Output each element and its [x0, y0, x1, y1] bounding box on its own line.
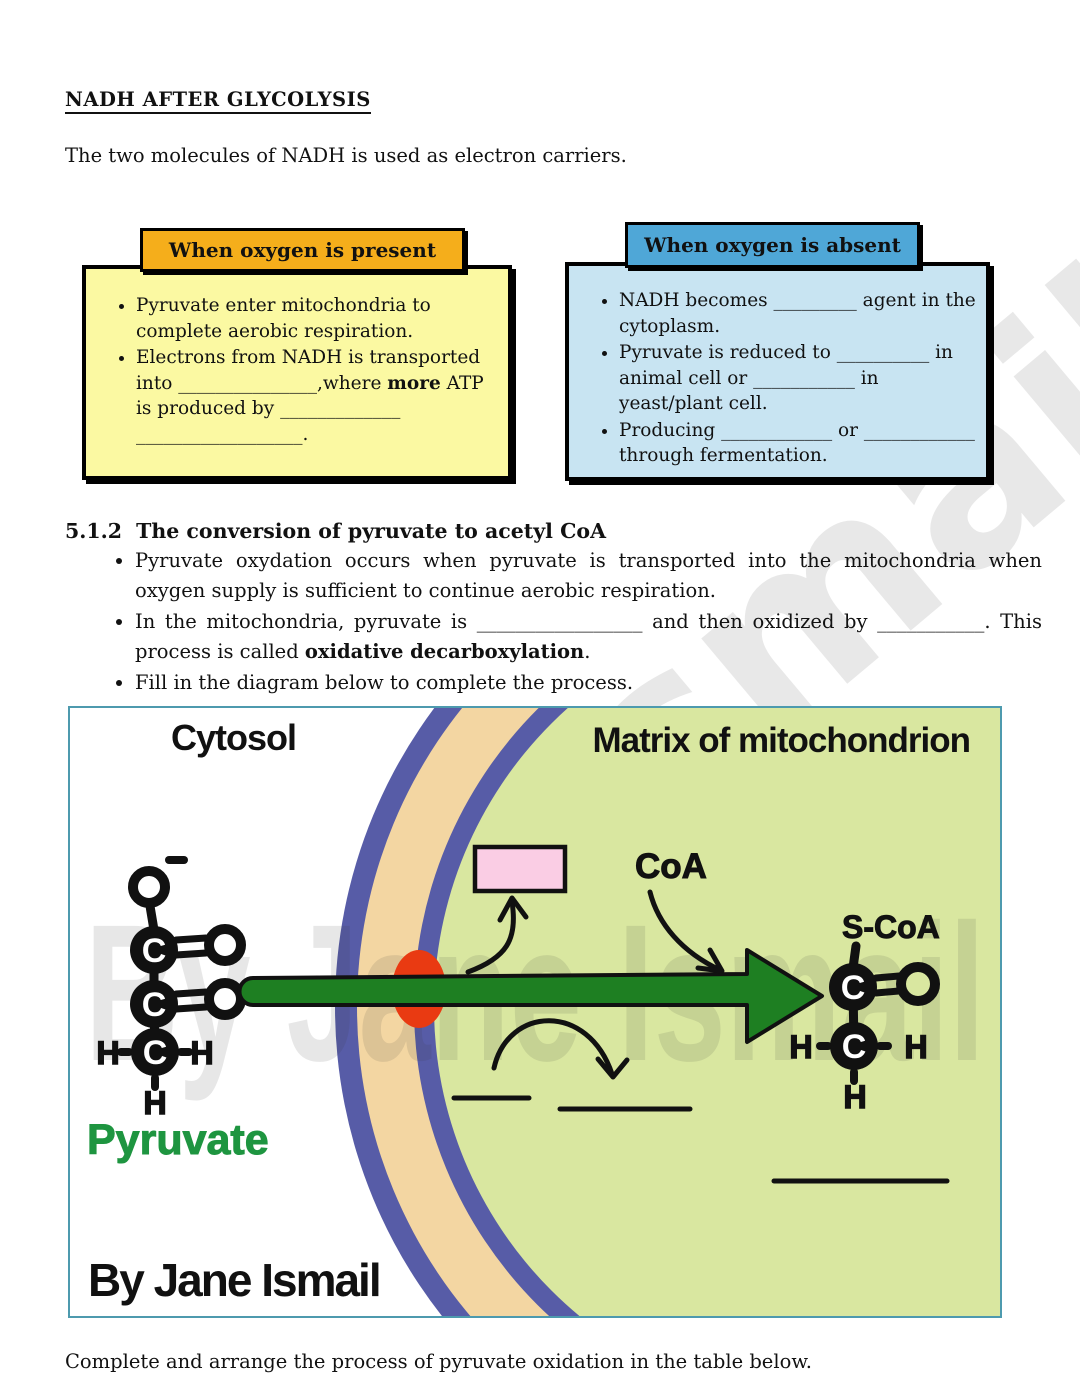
- list-item: NADH becomes _________ agent in the cyto…: [619, 288, 980, 339]
- hydrogen-atom-label: H: [789, 1029, 812, 1065]
- acetyl-coa-molecule: S-CoA C C H H H: [789, 909, 941, 1116]
- hydrogen-atom-label: H: [190, 1035, 213, 1071]
- list-item: Pyruvate enter mitochondria to complete …: [136, 293, 502, 344]
- list-item-text: ATP is produced by _____________ _______…: [136, 372, 484, 445]
- section-bullet-list: Pyruvate oxydation occurs when pyruvate …: [95, 546, 1042, 699]
- closing-paragraph: Complete and arrange the process of pyru…: [65, 1350, 812, 1373]
- carbon-atom-label: C: [842, 1028, 867, 1066]
- list-item: Pyruvate is reduced to __________ in ani…: [619, 340, 980, 417]
- section-heading: 5.1.2 The conversion of pyruvate to acety…: [65, 519, 606, 543]
- transport-arrow: [237, 948, 824, 1044]
- list-item: Producing ____________ or ____________ t…: [619, 418, 980, 469]
- pyruvate-molecule: C C C H H H: [96, 856, 246, 1122]
- intro-paragraph: The two molecules of NADH is used as ele…: [65, 144, 627, 167]
- document-heading: NADH AFTER GLYCOLYSIS: [65, 88, 371, 114]
- list-item-text: .: [584, 640, 591, 663]
- carbon-atom-label: C: [142, 986, 167, 1024]
- answer-box: [472, 844, 568, 894]
- list-item: Fill in the diagram below to complete th…: [135, 668, 1042, 698]
- list-item-text: In the mitochondria, pyruvate is _______…: [135, 610, 1042, 663]
- coa-arrow: [647, 889, 725, 974]
- hydrogen-atom-label: H: [904, 1029, 927, 1065]
- hydrogen-atom-label: H: [96, 1035, 119, 1071]
- fill-in-blanks: [451, 1095, 950, 1184]
- matrix-label: Matrix of mitochondrion: [592, 721, 970, 760]
- list-item-bold-text: more: [387, 372, 441, 394]
- oxygen-absent-header: When oxygen is absent: [625, 222, 920, 268]
- s-coa-label: S-CoA: [842, 909, 940, 945]
- carbon-atom-label: C: [841, 969, 866, 1007]
- list-item-bold-text: oxidative decarboxylation: [304, 640, 585, 663]
- oxygen-absent-list: NADH becomes _________ agent in the cyto…: [569, 288, 980, 469]
- oxygen-present-header: When oxygen is present: [140, 228, 465, 272]
- list-item: In the mitochondria, pyruvate is _______…: [135, 607, 1042, 667]
- pyruvate-label: Pyruvate: [87, 1116, 269, 1164]
- section-number: 5.1.2: [65, 519, 123, 543]
- list-item: Pyruvate oxydation occurs when pyruvate …: [135, 546, 1042, 606]
- oxygen-absent-box: NADH becomes _________ agent in the cyto…: [565, 262, 990, 481]
- arrow-to-answer-box: [465, 895, 529, 975]
- section-title: The conversion of pyruvate to acetyl CoA: [136, 519, 606, 543]
- oxygen-present-box: Pyruvate enter mitochondria to complete …: [82, 265, 512, 480]
- hydrogen-atom-label: H: [143, 1085, 166, 1121]
- hydrogen-atom-label: H: [843, 1079, 866, 1115]
- author-credit: By Jane Ismail: [88, 1254, 380, 1306]
- pyruvate-oxidation-diagram: By Jane Ismail Cytosol Matrix of mitocho…: [68, 706, 1002, 1318]
- coa-label: CoA: [635, 847, 707, 886]
- document-heading-text: NADH AFTER GLYCOLYSIS: [65, 88, 371, 114]
- byproduct-arrow: [491, 1018, 630, 1080]
- carbon-atom-label: C: [143, 1034, 168, 1072]
- cytosol-label: Cytosol: [171, 717, 296, 758]
- list-item: Electrons from NADH is transported into …: [136, 345, 502, 447]
- oxygen-present-list: Pyruvate enter mitochondria to complete …: [86, 293, 502, 447]
- list-item-text: Electrons from NADH is transported into …: [136, 347, 481, 394]
- carbon-atom-label: C: [142, 932, 167, 970]
